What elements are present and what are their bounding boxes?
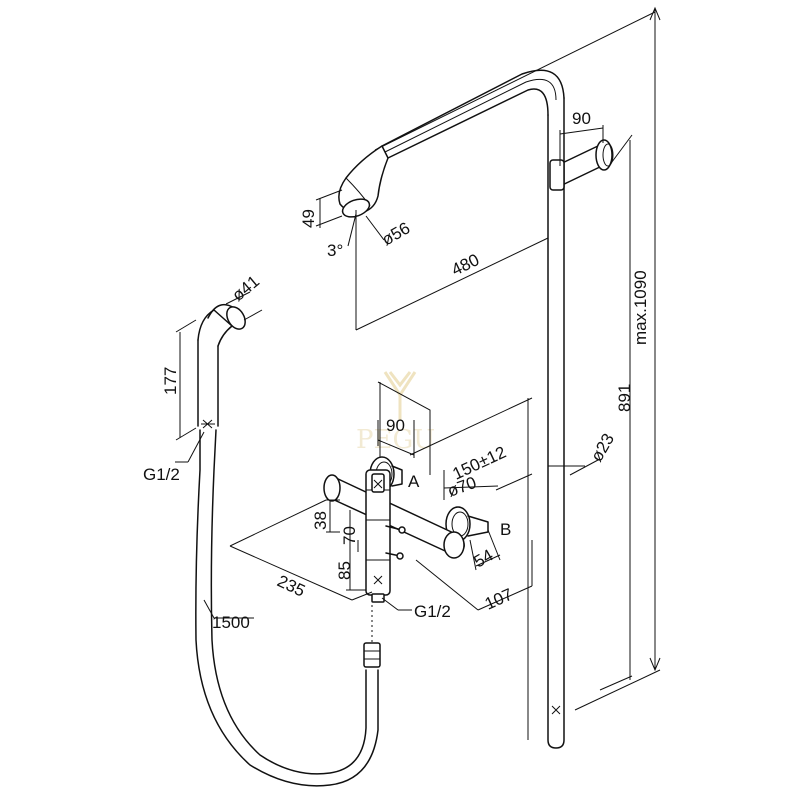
head-diameter-label: ø56 (379, 218, 414, 249)
shower-hose (195, 429, 381, 787)
dim-235-label: 235 (274, 571, 308, 600)
wall-plate (377, 381, 431, 475)
rail-diameter-label: ø23 (587, 430, 618, 465)
mixer-valve (323, 469, 465, 603)
dim-107-dimension (415, 540, 533, 611)
dim-54-dimension (469, 529, 501, 571)
hose-length-leader (203, 599, 254, 619)
shower-head (338, 145, 389, 218)
letter-a-label: A (408, 472, 420, 491)
centers-dimension (409, 397, 533, 740)
riser-rail (381, 69, 565, 749)
rail-offset-dimension (559, 125, 604, 166)
rail-height-dimension (374, 6, 661, 711)
hand-length-dimension (175, 319, 197, 441)
head-angle-label: 3° (327, 241, 343, 260)
head-angle-dimension (347, 210, 357, 330)
head-diameter-dimension (365, 215, 385, 241)
escutcheon-dimension (443, 470, 499, 500)
watermark-text: PEGU (356, 425, 435, 455)
head-height-label: 49 (299, 209, 318, 228)
outlet-thread-label: G1/2 (414, 602, 451, 621)
arm-length-dimension (355, 237, 549, 331)
valve-depth-dimension (377, 420, 415, 458)
hand-shower (197, 303, 246, 429)
dim-235-dimension (229, 499, 373, 601)
head-height-dimension (315, 189, 343, 228)
hand-thread-label: G1/2 (143, 465, 180, 484)
arm-length-label: 480 (448, 250, 482, 280)
dim-70-label: 70 (340, 526, 359, 545)
rail-height-label: max.1090 (631, 270, 650, 345)
rail-offset-label: 90 (572, 109, 591, 128)
dim-54-label: 54 (471, 546, 497, 572)
dim-107-label: 107 (482, 585, 516, 614)
hand-thread-leader (175, 431, 205, 463)
hose-length-label: 1500 (212, 613, 250, 632)
dim-85-label: 85 (335, 561, 354, 580)
escutcheon-label: ø70 (445, 473, 479, 501)
bracket-height-label: 891 (615, 384, 634, 412)
letter-b-label: B (500, 520, 511, 539)
valve-depth-label: 90 (386, 416, 405, 435)
wall-bracket (549, 139, 614, 191)
watermark-logo: PEGU (356, 371, 435, 455)
outlet-thread-leader (381, 597, 412, 611)
vertical-dims (326, 499, 366, 591)
hand-length-label: 177 (161, 367, 180, 395)
hand-diameter-dimension (225, 291, 263, 321)
dim-38-label: 38 (311, 511, 330, 530)
rail-diameter-dimension (548, 459, 599, 476)
